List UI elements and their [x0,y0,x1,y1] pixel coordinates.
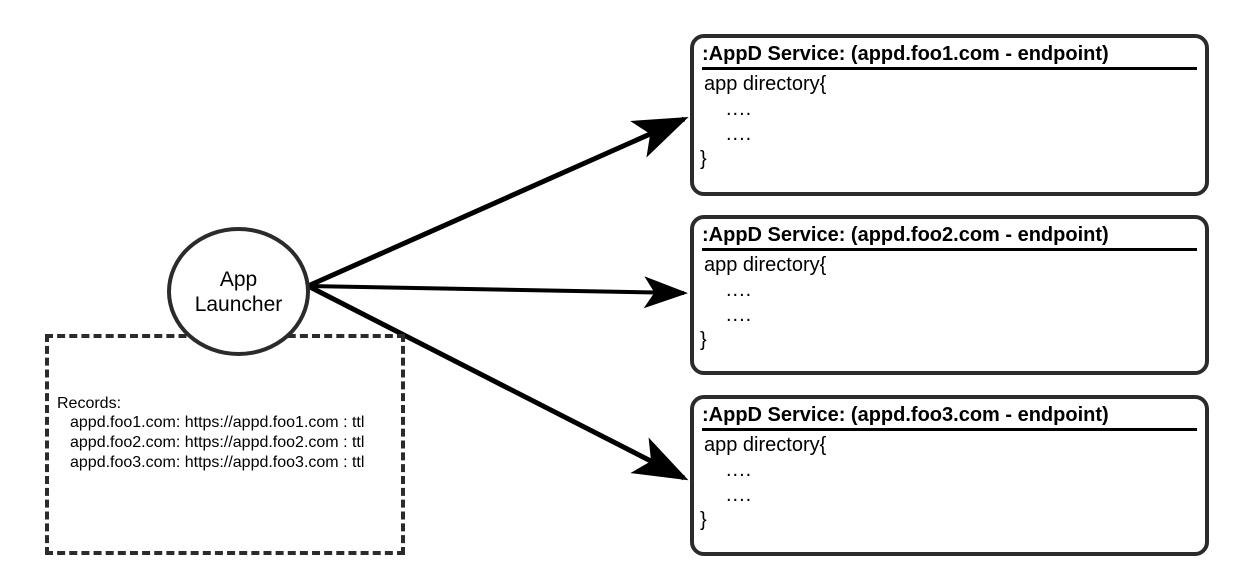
service-close-line: } [700,329,707,351]
service-close-line: } [700,509,707,531]
app-launcher-label-line1: App [219,267,258,291]
records-box: Records: appd.foo1.com: https://appd.foo… [45,334,405,555]
record-entry: appd.foo1.com: https://appd.foo1.com : t… [70,414,365,431]
service-body-3: app directory{ .... .... } [694,433,1205,533]
app-launcher-node[interactable]: App Launcher [167,227,310,356]
service-dots-line: .... [726,279,753,301]
service-title-2: :AppD Service: (appd.foo2.com - endpoint… [702,223,1197,251]
service-dots-line: .... [726,484,753,506]
record-entry: appd.foo2.com: https://appd.foo2.com : t… [70,434,365,451]
service-open-line: app directory{ [704,254,827,276]
service-dots-line: .... [726,304,753,326]
records-content: Records: appd.foo1.com: https://appd.foo… [57,394,402,473]
service-dots-line: .... [726,123,753,145]
service-body-1: app directory{ .... .... } [694,72,1205,172]
service-close-line: } [700,148,707,170]
service-title-1: :AppD Service: (appd.foo1.com - endpoint… [702,42,1197,70]
arrow-launcher-to-service-2 [307,276,688,309]
service-box-2[interactable]: :AppD Service: (appd.foo2.com - endpoint… [690,215,1209,375]
arrow-launcher-to-service-1 [306,116,689,289]
service-open-line: app directory{ [704,73,827,95]
service-box-3[interactable]: :AppD Service: (appd.foo3.com - endpoint… [690,395,1209,556]
record-entry: appd.foo3.com: https://appd.foo3.com : t… [70,454,365,471]
records-list: appd.foo1.com: https://appd.foo1.com : t… [57,413,402,473]
service-body-2: app directory{ .... .... } [694,253,1205,353]
service-title-3: :AppD Service: (appd.foo3.com - endpoint… [702,403,1197,431]
app-launcher-label-line2: Launcher [194,292,283,316]
service-box-1[interactable]: :AppD Service: (appd.foo1.com - endpoint… [690,34,1209,196]
records-title: Records: [57,395,122,412]
service-dots-line: .... [726,459,753,481]
service-dots-line: .... [726,98,753,120]
service-open-line: app directory{ [704,434,827,456]
